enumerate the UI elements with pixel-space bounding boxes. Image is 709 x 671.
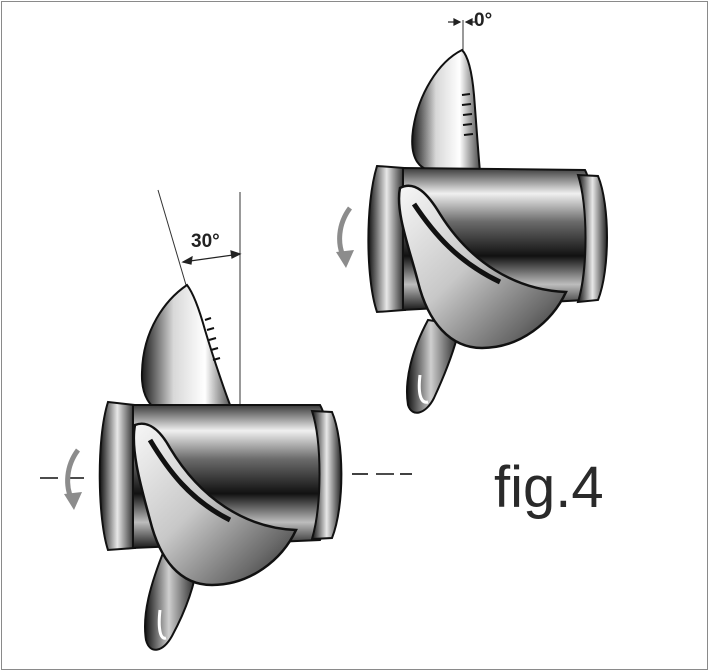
figure-label: fig.4	[494, 455, 604, 520]
front-blade	[132, 422, 298, 587]
rake-dimension-arrow	[181, 250, 242, 265]
blade-edge-hatching	[461, 93, 474, 136]
front-blade-shadow	[147, 438, 232, 523]
hub-front-cap	[576, 173, 608, 304]
hub-rear-ring	[367, 164, 406, 314]
rotation-arrow-left	[65, 448, 81, 502]
rotation-arrowhead-right	[336, 250, 354, 268]
blade-edge-hatching	[204, 317, 221, 361]
rotation-arrow-right	[337, 206, 353, 260]
rake-angle-label-0: 0°	[474, 10, 492, 31]
rake-reference-lines	[157, 189, 241, 405]
rotation-arrowhead-left	[64, 492, 82, 510]
lower-blade-highlight	[157, 609, 167, 640]
upper-blade	[411, 48, 482, 173]
front-blade	[397, 184, 568, 350]
lower-blade-highlight	[417, 374, 429, 404]
hub-rear-ring	[98, 400, 136, 552]
left-propeller: 30°	[40, 189, 412, 651]
upper-blade	[140, 283, 234, 414]
right-propeller: 0°	[336, 10, 608, 414]
zero-dimension-arrows	[448, 18, 476, 26]
front-blade-shadow	[411, 202, 502, 285]
rake-angle-label-30: 30°	[191, 231, 220, 252]
hub-front-cap	[310, 409, 343, 541]
